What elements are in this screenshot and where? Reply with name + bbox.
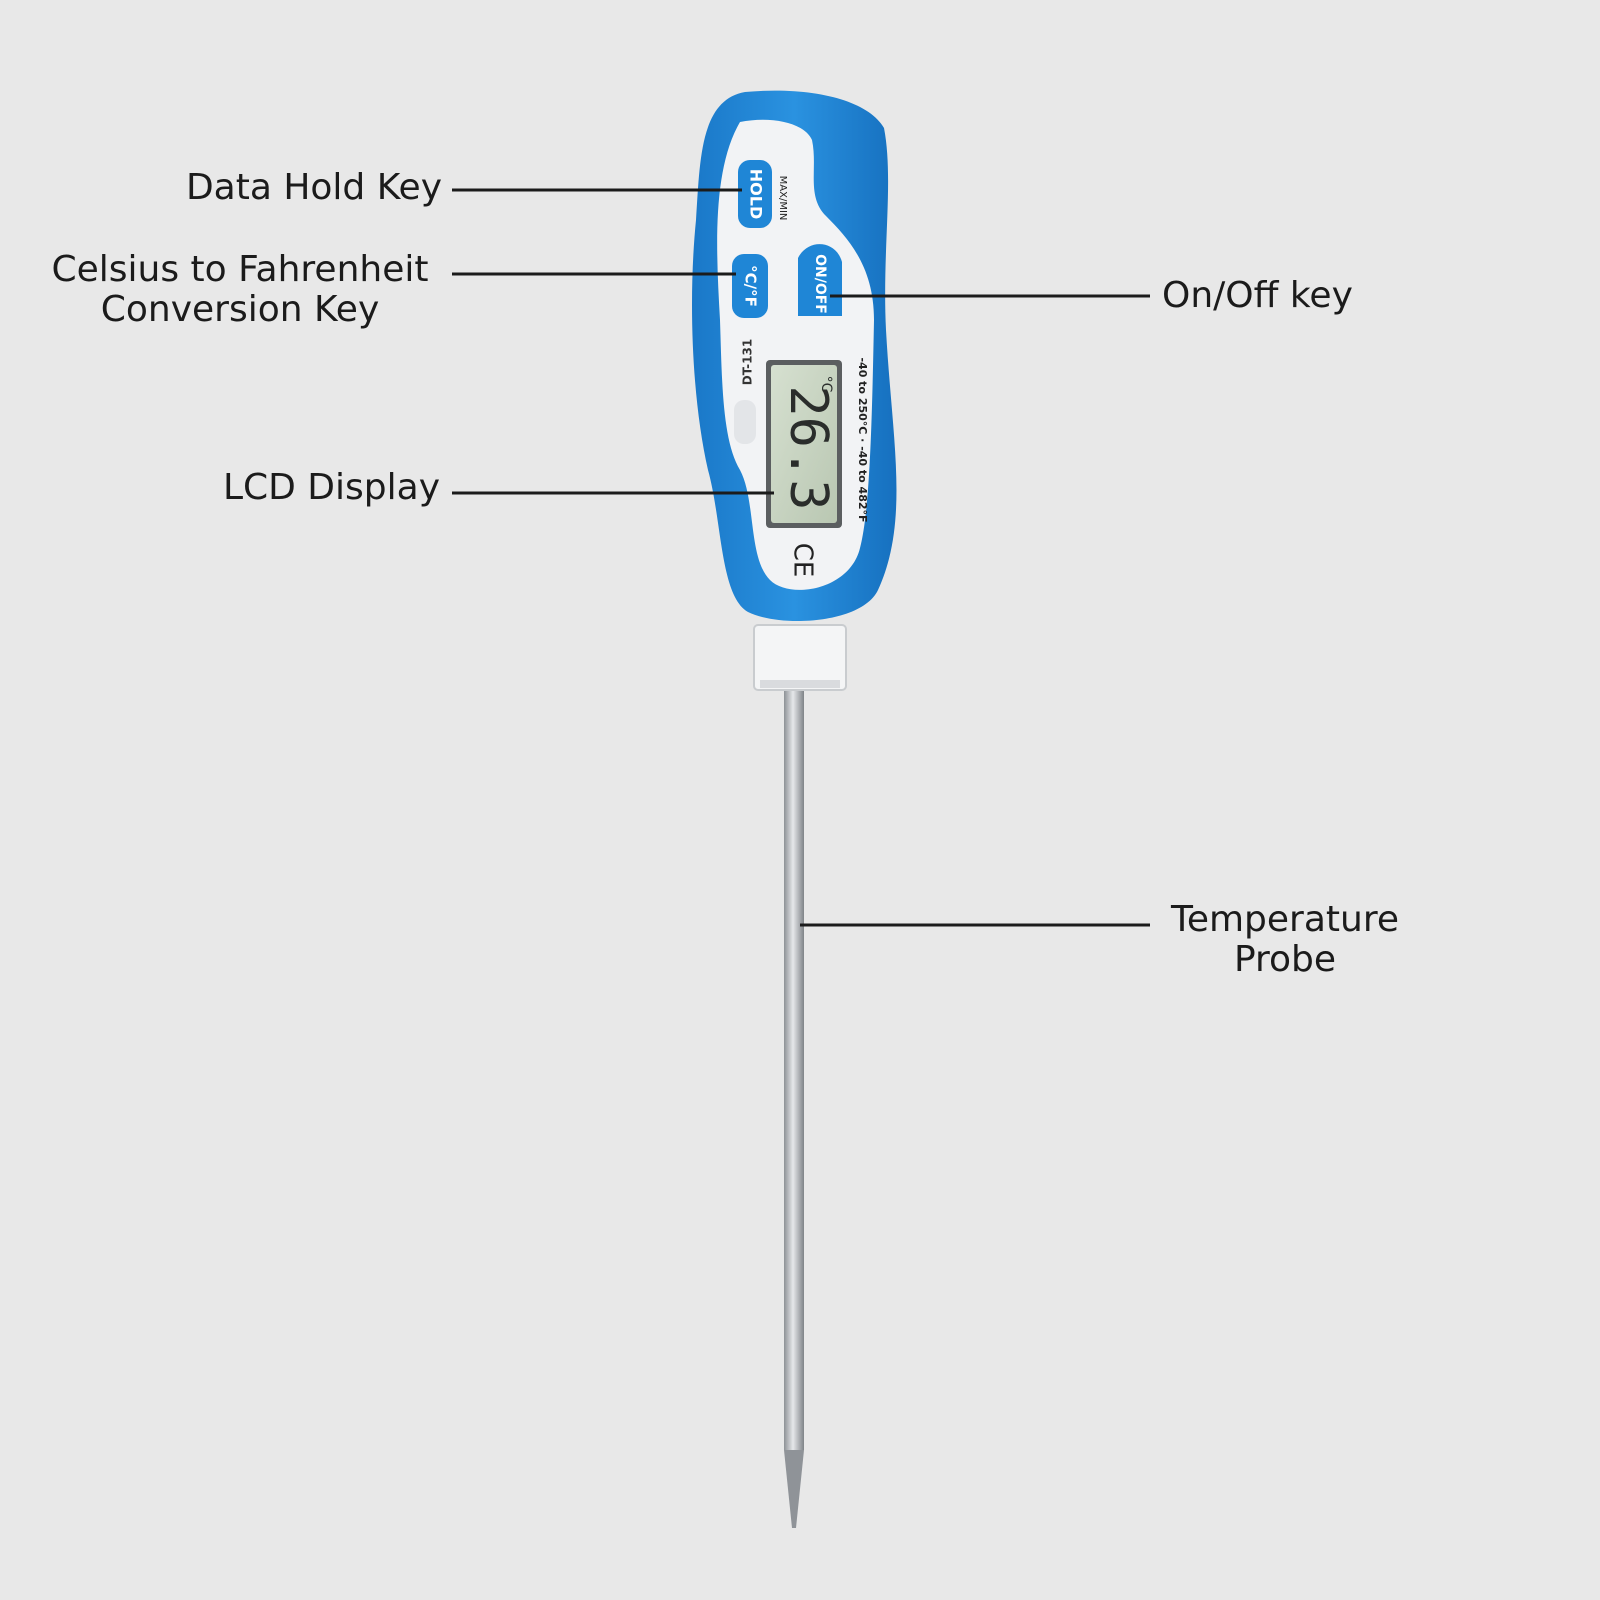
callout-lcd: LCD Display (223, 468, 440, 508)
leader-lines (452, 188, 1150, 927)
callout-power: On/Off key (1162, 276, 1353, 316)
thermometer-body (692, 90, 897, 622)
callout-probe: Temperature Probe (1140, 900, 1430, 980)
ce-mark: CE (788, 543, 818, 578)
hold-key-text: HOLD (747, 169, 766, 219)
callout-probe-line-1: Temperature (1170, 899, 1400, 940)
power-button[interactable]: ON/OFF (798, 244, 842, 316)
probe-collar (753, 624, 847, 691)
range-label: -40 to 250°C · -40 to 482°F (856, 357, 869, 522)
callout-hold: Data Hold Key (186, 168, 442, 208)
callout-hold-line-1: Data Hold Key (185, 167, 442, 208)
callout-power-line-1: On/Off key (1162, 275, 1353, 316)
callout-unit-line-2: Conversion Key (100, 289, 380, 330)
side-slot (734, 400, 756, 444)
model-label: DT-131 (741, 339, 755, 385)
unit-toggle-button[interactable]: °C/°F (732, 254, 768, 318)
power-key-text: ON/OFF (812, 254, 828, 314)
hold-button[interactable]: HOLD (738, 160, 772, 228)
callout-unit-line-1: Celsius to Fahrenheit (51, 249, 429, 290)
hold-sub-text: MAX/MIN (777, 176, 788, 221)
callout-probe-line-2: Probe (1233, 939, 1337, 980)
callout-lcd-line-1: LCD Display (222, 467, 440, 508)
lcd-reading: 26.3 (778, 385, 838, 510)
unit-key-text: °C/°F (742, 265, 760, 307)
callout-unit-conversion: Celsius to Fahrenheit Conversion Key (40, 250, 440, 330)
lcd-unit: °C (818, 376, 834, 393)
lcd-display: 26.3 °C (766, 360, 842, 528)
temperature-probe (784, 690, 804, 1528)
